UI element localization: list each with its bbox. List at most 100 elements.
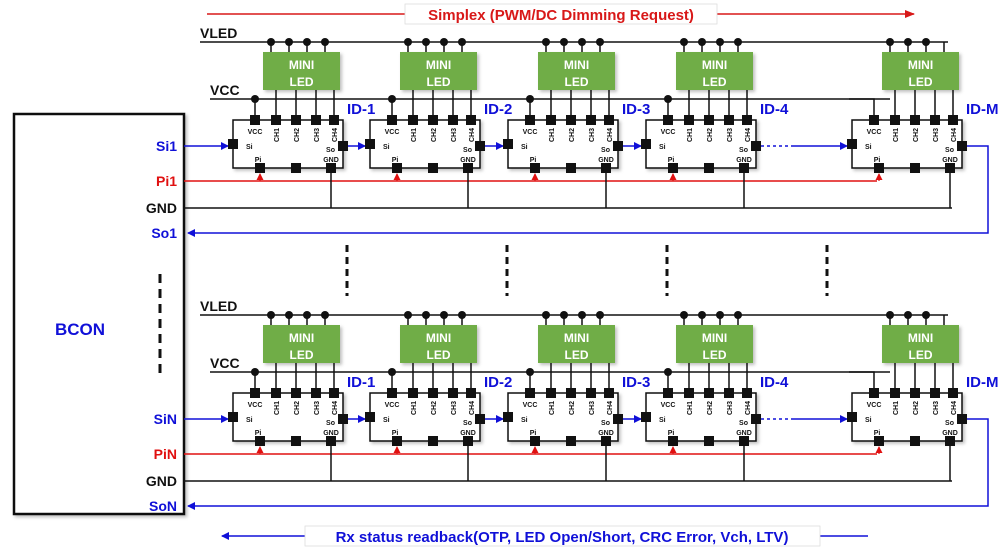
si-pin-label: Si bbox=[383, 144, 390, 151]
mini-led-label-1: MINI bbox=[289, 58, 314, 72]
pi-pin-label: Pi bbox=[392, 157, 399, 164]
gnd-pin bbox=[739, 436, 749, 446]
pi-pin bbox=[255, 436, 265, 446]
so-pin bbox=[751, 141, 761, 151]
pi-pin bbox=[255, 163, 265, 173]
ch4-pin bbox=[466, 388, 476, 398]
so-pin-label: So bbox=[739, 147, 748, 154]
si-pin-label: Si bbox=[521, 144, 528, 151]
gnd-pin bbox=[326, 436, 336, 446]
ch4-pin bbox=[329, 115, 339, 125]
mini-led-block bbox=[263, 325, 340, 363]
mini-led-label-1: MINI bbox=[564, 58, 589, 72]
bcon-controller: BCON bbox=[12, 112, 186, 516]
junction-dot bbox=[680, 311, 688, 319]
si-pin-label: Si bbox=[865, 417, 872, 424]
so-return-line bbox=[187, 418, 989, 510]
readback-arrow: Rx status readback(OTP, LED Open/Short, … bbox=[221, 525, 868, 547]
port-gnd-label: GND bbox=[146, 473, 177, 489]
si-pin-label: Si bbox=[659, 144, 666, 151]
ch3-pin bbox=[724, 388, 734, 398]
vcc-pin-label: VCC bbox=[385, 402, 400, 409]
vcc-pin bbox=[663, 115, 673, 125]
device-id-label: ID-4 bbox=[760, 374, 789, 391]
pi-pin-label: Pi bbox=[874, 157, 881, 164]
so-pin-label: So bbox=[326, 420, 335, 427]
ch4-pin-label: CH4 bbox=[332, 401, 339, 415]
nc-pin bbox=[428, 436, 438, 446]
pi-pin-label: Pi bbox=[668, 430, 675, 437]
mini-led-label-2: LED bbox=[427, 348, 451, 362]
mini-led-block bbox=[676, 325, 753, 363]
junction-dot bbox=[458, 38, 466, 46]
port-si-label: SiN bbox=[154, 411, 177, 427]
vcc-pin bbox=[250, 388, 260, 398]
ch2-pin bbox=[704, 115, 714, 125]
device-id-label: ID-3 bbox=[622, 101, 650, 118]
junction-dot bbox=[388, 95, 396, 103]
ch4-pin-label: CH4 bbox=[745, 401, 752, 415]
junction-dot bbox=[267, 311, 275, 319]
ch3-pin bbox=[586, 388, 596, 398]
mini-led-label-1: MINI bbox=[289, 331, 314, 345]
mini-led-block bbox=[882, 325, 959, 363]
si-pin bbox=[847, 139, 857, 149]
si-pin bbox=[641, 412, 651, 422]
junction-dot bbox=[578, 311, 586, 319]
mini-led-label-1: MINI bbox=[702, 58, 727, 72]
junction-dot bbox=[422, 38, 430, 46]
pi-pin bbox=[530, 163, 540, 173]
so-pin-label: So bbox=[601, 147, 610, 154]
junction-dot bbox=[542, 38, 550, 46]
junction-dot bbox=[404, 311, 412, 319]
device-id-label: ID-3 bbox=[622, 374, 650, 391]
gnd-pin bbox=[945, 436, 955, 446]
ch1-pin-label: CH1 bbox=[549, 128, 556, 142]
junction-dot bbox=[267, 38, 275, 46]
vcc-pin bbox=[525, 115, 535, 125]
ch4-pin-label: CH4 bbox=[469, 128, 476, 142]
so-pin-label: So bbox=[739, 420, 748, 427]
device-id-label: ID-2 bbox=[484, 374, 512, 391]
ch1-pin bbox=[890, 388, 900, 398]
gnd-pin bbox=[601, 436, 611, 446]
nc-pin bbox=[291, 163, 301, 173]
junction-dot bbox=[698, 38, 706, 46]
ch3-pin-label: CH3 bbox=[451, 401, 458, 415]
so-pin bbox=[751, 414, 761, 424]
ch1-pin-label: CH1 bbox=[411, 401, 418, 415]
port-so-label: SoN bbox=[149, 498, 177, 514]
ch1-pin-label: CH1 bbox=[893, 401, 900, 415]
vcc-pin bbox=[387, 388, 397, 398]
junction-dot bbox=[526, 95, 534, 103]
ch2-pin-label: CH2 bbox=[569, 128, 576, 142]
junction-dot bbox=[542, 311, 550, 319]
ch1-pin bbox=[408, 115, 418, 125]
vcc-pin bbox=[869, 115, 879, 125]
mini-led-label-1: MINI bbox=[426, 331, 451, 345]
so-return-line bbox=[187, 145, 989, 237]
mini-led-label-2: LED bbox=[703, 348, 727, 362]
vcc-pin bbox=[869, 388, 879, 398]
vled-label: VLED bbox=[200, 298, 237, 314]
ch2-pin bbox=[910, 388, 920, 398]
junction-dot bbox=[734, 38, 742, 46]
junction-dot bbox=[285, 311, 293, 319]
port-pi-label: Pi1 bbox=[156, 173, 177, 189]
junction-dot bbox=[716, 38, 724, 46]
junction-dot bbox=[440, 311, 448, 319]
ch1-pin bbox=[408, 388, 418, 398]
ch4-pin-label: CH4 bbox=[745, 128, 752, 142]
nc-pin bbox=[704, 436, 714, 446]
si-pin bbox=[365, 139, 375, 149]
pi-pin-label: Pi bbox=[392, 430, 399, 437]
so-pin-label: So bbox=[463, 420, 472, 427]
pi-pin-label: Pi bbox=[668, 157, 675, 164]
gnd-pin-label: GND bbox=[460, 430, 476, 437]
